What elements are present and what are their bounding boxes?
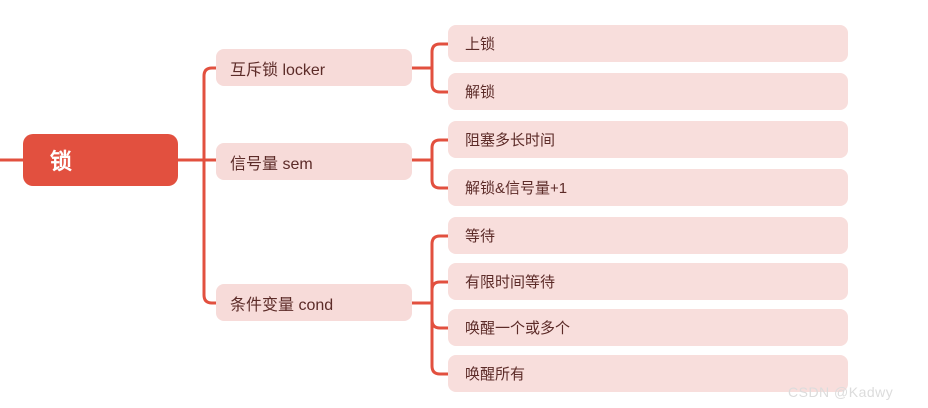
connector-cond-leaf-3 — [430, 301, 450, 330]
connector-locker-leaf-2 — [430, 66, 450, 94]
connector-cond-leaf-1 — [430, 234, 450, 305]
mindmap-leaf-label-wait: 等待 — [465, 228, 496, 245]
mindmap-leaf-node-unlock[interactable]: 解锁 — [448, 73, 848, 110]
watermark-label: CSDN @Kadwy — [788, 384, 894, 400]
connector-sem-leaf-1 — [430, 138, 450, 162]
mindmap-leaf-node-block-duration[interactable]: 阻塞多长时间 — [448, 121, 848, 158]
mindmap-branch-label-sem: 信号量 sem — [230, 155, 313, 173]
connector-branch-locker — [202, 66, 218, 162]
mindmap-branch-label-cond: 条件变量 cond — [230, 296, 334, 314]
mindmap-branch-node-sem[interactable]: 信号量 sem — [216, 143, 412, 180]
mindmap-branch-node-cond[interactable]: 条件变量 cond — [216, 284, 412, 321]
mindmap-leaf-label-signal: 唤醒一个或多个 — [465, 320, 571, 337]
mindmap-leaf-label-lock: 上锁 — [465, 36, 496, 53]
mindmap-leaf-node-broadcast[interactable]: 唤醒所有 — [448, 355, 848, 392]
mindmap-leaf-label-broadcast: 唤醒所有 — [465, 366, 526, 383]
connector-cond-leaf-4 — [430, 301, 450, 376]
mindmap-root-label: 锁 — [50, 149, 74, 174]
mindmap-leaf-label-unlock: 解锁 — [465, 84, 496, 101]
connector-branch-cond — [202, 158, 218, 305]
mindmap-leaf-node-unlock-increment[interactable]: 解锁&信号量+1 — [448, 169, 848, 206]
mindmap-leaf-node-wait[interactable]: 等待 — [448, 217, 848, 254]
connector-locker-leaf-1 — [430, 42, 450, 70]
connector-sem-leaf-2 — [430, 158, 450, 190]
connector-cond-leaf-2 — [430, 280, 450, 305]
mindmap-branch-label-locker: 互斥锁 locker — [230, 61, 326, 79]
mindmap-root-node[interactable]: 锁 — [23, 134, 178, 186]
mindmap-leaf-label-block-duration: 阻塞多长时间 — [465, 132, 556, 149]
mindmap-leaf-node-signal[interactable]: 唤醒一个或多个 — [448, 309, 848, 346]
mindmap-leaf-label-timed-wait: 有限时间等待 — [465, 274, 556, 291]
mindmap-leaf-label-unlock-increment: 解锁&信号量+1 — [465, 180, 568, 197]
mindmap-leaf-node-lock[interactable]: 上锁 — [448, 25, 848, 62]
mindmap-leaf-node-timed-wait[interactable]: 有限时间等待 — [448, 263, 848, 300]
mindmap-branch-node-locker[interactable]: 互斥锁 locker — [216, 49, 412, 86]
